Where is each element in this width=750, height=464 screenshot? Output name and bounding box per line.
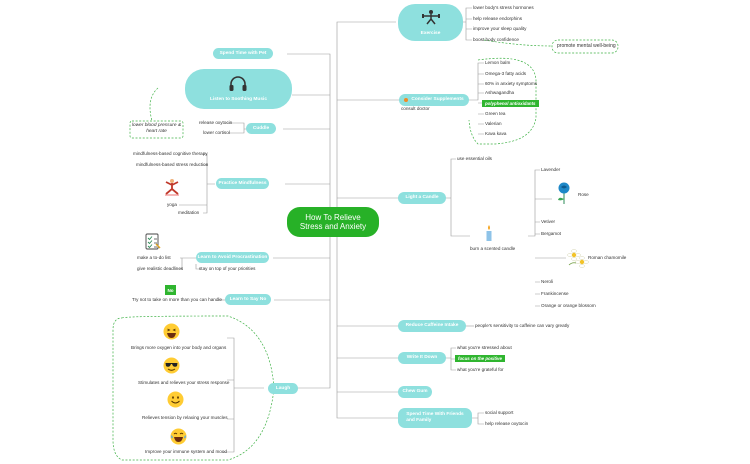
yoga-icon xyxy=(165,179,179,196)
exercise-icon xyxy=(422,10,440,25)
rose-icon xyxy=(558,182,570,204)
smile-emoji-icon xyxy=(167,391,184,408)
candle-item: burn a scented candle xyxy=(470,246,516,251)
topic-label: Spend Time With Friends xyxy=(406,412,464,418)
supplement-item: Lemon balm xyxy=(485,60,511,65)
candle-item: use essential oils xyxy=(457,156,492,161)
mindfulness-item: yoga xyxy=(167,202,177,207)
central-title-line1: How To Relieve xyxy=(305,212,361,222)
topic-label: Listen to Soothing Music xyxy=(209,97,268,102)
topic-cuddle[interactable]: Cuddle xyxy=(246,123,276,134)
topic-reduce-caffeine[interactable]: Reduce Caffeine Intake xyxy=(398,320,466,332)
topic-label: Write It Down xyxy=(406,355,438,361)
topic-exercise[interactable]: Exercise xyxy=(398,4,463,41)
topic-write-down[interactable]: Write It Down xyxy=(398,352,446,364)
no-badge-icon: No xyxy=(165,285,176,295)
write-item: what you're stressed about xyxy=(457,345,512,350)
supplement-item: Valerian xyxy=(485,121,502,126)
oil-item: Frankincense xyxy=(541,291,569,296)
laugh-emoji-icon xyxy=(163,323,180,340)
exercise-item: lower body's stress hormones xyxy=(473,5,534,10)
supplement-item: 60% in anxiety symptoms xyxy=(485,81,538,86)
music-callout: lower blood pressure &heart rate xyxy=(131,123,182,134)
exercise-callout: promote mental well-being xyxy=(557,43,616,49)
topic-spend-time-pet[interactable]: Spend Time with Pet xyxy=(213,48,273,59)
topic-say-no[interactable]: Learn to Say No xyxy=(225,294,271,305)
write-item: what you're grateful for xyxy=(457,367,504,372)
supplement-icon xyxy=(404,98,409,102)
headphones-icon xyxy=(229,76,247,91)
topic-label: Learn to Say No xyxy=(229,296,267,302)
exercise-item: improve your sleep quality xyxy=(473,26,527,31)
topic-chew-gum[interactable]: Chew Gum xyxy=(398,386,432,398)
mindfulness-item: meditation xyxy=(178,210,200,215)
friends-item: help release oxytocin xyxy=(485,421,529,426)
cool-emoji-icon xyxy=(163,357,180,374)
topic-label: Consider Supplements xyxy=(411,97,464,103)
topic-label: Chew Gum xyxy=(402,389,428,395)
say-no-item: Try not to take on more than you can han… xyxy=(132,297,222,302)
write-tag: focus on the positive xyxy=(455,355,505,362)
procrastination-item: make a to-do list xyxy=(137,255,171,260)
laugh-item: Brings more oxygen into your body and or… xyxy=(131,345,227,350)
laugh-item: Relieves tension by relaxing your muscle… xyxy=(142,415,228,420)
topic-laugh[interactable]: Laugh xyxy=(268,383,298,394)
supplement-item: Ashwagandha xyxy=(485,90,515,95)
topic-label: Light a Candle xyxy=(405,195,439,201)
exercise-item: help release endorphins xyxy=(473,16,523,21)
oil-item: Rose xyxy=(578,192,589,197)
oil-item: Vetiver xyxy=(541,219,556,224)
topic-procrastination[interactable]: Learn to Avoid Procrastination xyxy=(196,252,269,263)
topic-label: Cuddle xyxy=(252,125,270,131)
supplement-item: Kava kava xyxy=(485,131,507,136)
topic-label: Exercise xyxy=(420,31,441,36)
procrastination-item: stay on top of your priorities xyxy=(199,266,256,271)
oil-item: Neroli xyxy=(541,279,553,284)
topic-label: Laugh xyxy=(275,385,291,391)
mindfulness-item: mindfulness-based stress reduction xyxy=(136,162,209,167)
topic-listen-music[interactable]: Listen to Soothing Music xyxy=(185,69,292,109)
laugh-item: Improve your immune system and mood xyxy=(145,449,227,454)
topic-label: Practice Mindfulness xyxy=(218,180,267,186)
topic-label: Learn to Avoid Procrastination xyxy=(197,254,268,260)
oil-item: Lavender xyxy=(541,167,561,172)
topic-light-candle[interactable]: Light a Candle xyxy=(398,192,446,204)
topic-mindfulness[interactable]: Practice Mindfulness xyxy=(216,178,269,189)
checklist-icon xyxy=(145,233,161,250)
central-title-line2: Stress and Anxiety xyxy=(299,222,367,231)
mindfulness-item: mindfulness-based cognitive therapy xyxy=(133,151,208,156)
topic-label: Spend Time with Pet xyxy=(219,50,267,56)
cuddle-item: release oxytocin xyxy=(199,120,233,125)
topic-supplements[interactable]: Consider Supplements xyxy=(399,94,469,106)
oil-item: Orange or orange blossom xyxy=(541,303,596,308)
caffeine-item: people's sensitivity to caffeine can var… xyxy=(475,323,570,328)
oil-item: Roman chamomile xyxy=(588,255,627,260)
candle-icon xyxy=(486,225,492,241)
friends-item: social support xyxy=(485,410,514,415)
procrastination-item: give realistic deadlines xyxy=(137,266,184,271)
supplement-tag: polyphenol antioxidants xyxy=(482,100,539,107)
tears-joy-emoji-icon xyxy=(170,428,187,445)
oil-item: Bergamot xyxy=(541,231,561,236)
chamomile-icon xyxy=(567,249,589,268)
exercise-item: boost body confidence xyxy=(473,37,519,42)
supplement-item: Green tea xyxy=(485,111,506,116)
supplements-note: consult doctor xyxy=(401,106,430,111)
cuddle-item: lower cortisol xyxy=(203,130,230,135)
topic-label: Reduce Caffeine Intake xyxy=(405,323,459,329)
supplement-item: Omega-3 fatty acids xyxy=(485,71,527,76)
laugh-item: Stimulates and relieves your stress resp… xyxy=(138,380,230,385)
topic-label: and Family xyxy=(406,418,432,423)
